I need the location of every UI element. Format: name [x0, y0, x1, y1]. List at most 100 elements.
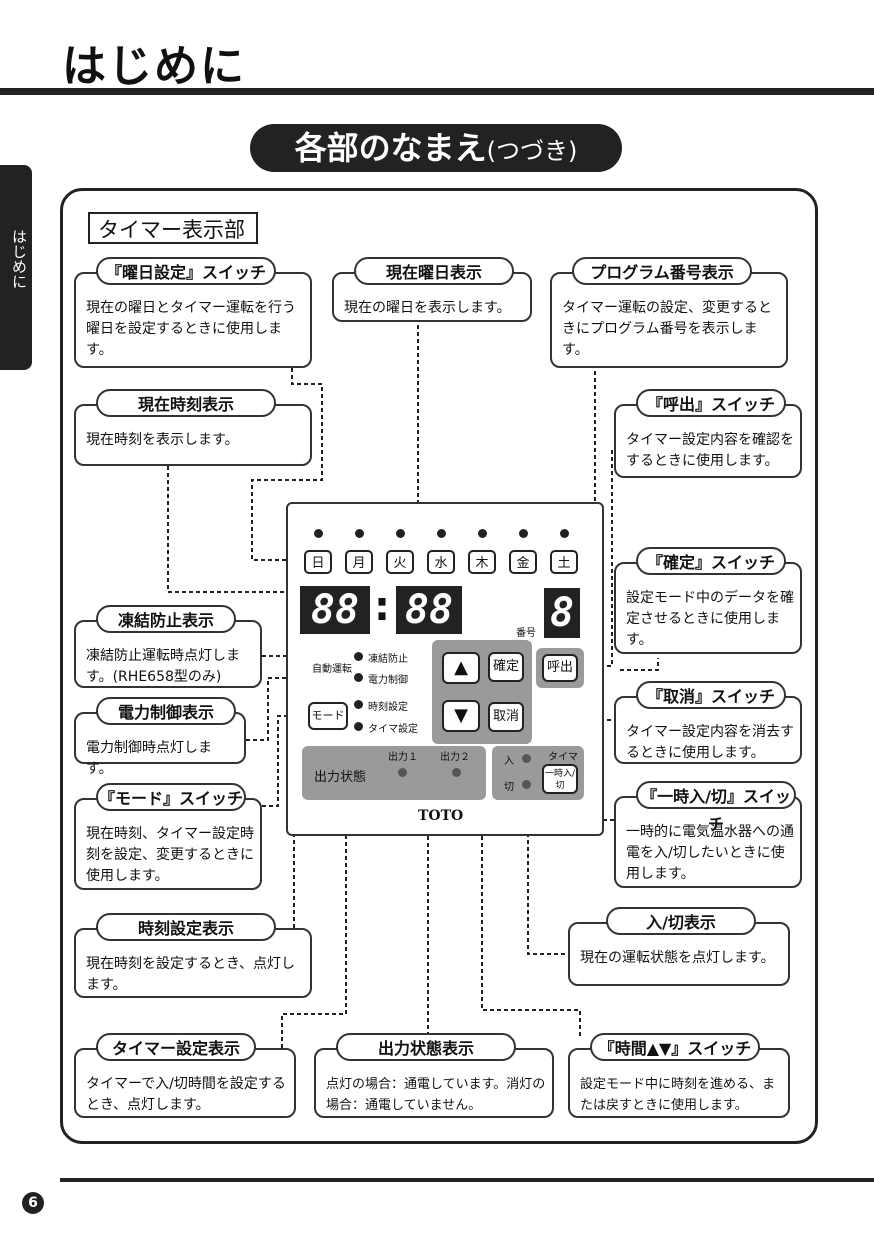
callout-text: 現在時刻を表示します。 [86, 432, 239, 448]
day-led [560, 529, 569, 538]
minute-display: 88 [396, 586, 462, 634]
output-1-label: 出力１ [388, 752, 418, 763]
section-subtitle: (つづき) [486, 137, 578, 165]
timer-setting-led [354, 722, 363, 731]
callout-text: 現在の運転状態を点灯します。 [580, 950, 775, 966]
callout-timer-setting-display: タイマー設定表示 タイマーで入/切時間を設定するとき、点灯します。 [74, 1033, 296, 1118]
day-button-sat[interactable]: 土 [550, 550, 578, 574]
callout-text: 現在の曜日とタイマー運転を行う曜日を設定するときに使用します。 [86, 300, 296, 358]
timer-label: タイマ [548, 752, 578, 763]
timer-setting-label: タイマ設定 [368, 724, 418, 735]
output-2-label: 出力２ [440, 752, 470, 763]
day-button-fri[interactable]: 金 [509, 550, 537, 574]
callout-label: 『呼出』スイッチ [636, 389, 786, 417]
page-number: 6 [22, 1192, 44, 1214]
callout-on-off-display: 入/切表示 現在の運転状態を点灯します。 [568, 907, 790, 986]
time-setting-led [354, 700, 363, 709]
callout-freeze-protect-display: 凍結防止表示 凍結防止運転時点灯します。(RHE658型のみ) [74, 605, 262, 688]
recall-button[interactable]: 呼出 [542, 654, 578, 682]
callout-label: 現在時刻表示 [96, 389, 276, 417]
callout-text: 点灯の場合：通電しています。消灯の場合：通電していません。 [326, 1077, 546, 1113]
day-led [519, 529, 528, 538]
callout-text: 現在時刻を設定するとき、点灯します。 [86, 956, 296, 993]
day-led [314, 529, 323, 538]
day-button-tue[interactable]: 火 [386, 550, 414, 574]
content-frame [60, 188, 818, 1144]
freeze-protect-led [354, 652, 363, 661]
callout-text: 現在の曜日を表示します。 [344, 300, 511, 316]
callout-output-status-display: 出力状態表示 点灯の場合：通電しています。消灯の場合：通電していません。 [314, 1033, 554, 1118]
callout-label: 『一時入/切』スイッチ [636, 781, 796, 834]
cancel-button[interactable]: 取消 [488, 702, 524, 732]
callout-day-setting-switch: 『曜日設定』スイッチ 現在の曜日とタイマー運転を行う曜日を設定するときに使用しま… [74, 257, 312, 368]
callout-time-setting-display: 時刻設定表示 現在時刻を設定するとき、点灯します。 [74, 913, 312, 998]
output-status-label: 出力状態 [314, 770, 367, 785]
callout-cancel-switch: 『取消』スイッチ タイマー設定内容を消去するときに使用します。 [614, 681, 802, 764]
callout-label: 出力状態表示 [336, 1033, 516, 1061]
callout-label: 『時間▲▼』スイッチ [590, 1033, 760, 1061]
callout-label: 『モード』スイッチ [96, 783, 246, 811]
colon: : [374, 584, 390, 630]
callout-text: 設定モード中に時刻を進める、または戻すときに使用します。 [580, 1077, 776, 1113]
callout-text: タイマー設定内容を消去するときに使用します。 [626, 724, 794, 761]
callout-label: タイマー設定表示 [96, 1033, 256, 1061]
callout-text: 凍結防止運転時点灯します。(RHE658型のみ) [86, 648, 240, 685]
callout-confirm-switch: 『確定』スイッチ 設定モード中のデータを確定させるときに使用します。 [614, 547, 802, 654]
temporary-on-off-button[interactable]: 一時入/切 [542, 764, 578, 794]
auto-run-label: 自動運転 [312, 664, 352, 675]
day-led [437, 529, 446, 538]
part-title: タイマー表示部 [88, 212, 258, 244]
time-up-button[interactable]: ▲ [442, 652, 480, 684]
callout-label: 『曜日設定』スイッチ [96, 257, 276, 285]
day-button-mon[interactable]: 月 [345, 550, 373, 574]
off-label: 切 [504, 782, 514, 793]
callout-temporary-on-off-switch: 『一時入/切』スイッチ 一時的に電気温水器への通電を入/切したいときに使用します… [614, 781, 802, 888]
callout-label: 入/切表示 [606, 907, 756, 935]
callout-text: タイマーで入/切時間を設定するとき、点灯します。 [86, 1076, 286, 1113]
callout-label: 電力制御表示 [96, 697, 236, 725]
day-button-thu[interactable]: 木 [468, 550, 496, 574]
day-button-wed[interactable]: 水 [427, 550, 455, 574]
time-setting-label: 時刻設定 [368, 702, 408, 713]
time-down-button[interactable]: ▼ [442, 700, 480, 732]
freeze-protect-label: 凍結防止 [368, 654, 408, 665]
callout-label: プログラム番号表示 [572, 257, 752, 285]
on-led [522, 754, 531, 763]
section-title-main: 各部のなまえ [294, 129, 487, 167]
program-number-display: 8 [544, 588, 580, 638]
day-button-sun[interactable]: 日 [304, 550, 332, 574]
callout-text: タイマー運転の設定、変更するときにプログラム番号を表示します。 [562, 300, 772, 358]
callout-text: 一時的に電気温水器への通電を入/切したいときに使用します。 [626, 824, 794, 882]
off-led [522, 780, 531, 789]
callout-text: タイマー設定内容を確認をするときに使用します。 [626, 432, 794, 469]
callout-label: 時刻設定表示 [96, 913, 276, 941]
callout-current-time-display: 現在時刻表示 現在時刻を表示します。 [74, 389, 312, 466]
callout-text: 電力制御時点灯します。 [86, 740, 212, 777]
page-title: はじめに [62, 41, 246, 92]
side-tab-label: はじめに [10, 229, 28, 289]
callout-label: 凍結防止表示 [96, 605, 236, 633]
day-led [355, 529, 364, 538]
confirm-button[interactable]: 確定 [488, 652, 524, 682]
callout-label: 『確定』スイッチ [636, 547, 786, 575]
callout-label: 現在曜日表示 [354, 257, 514, 285]
output-2-led [452, 768, 461, 777]
callout-mode-switch: 『モード』スイッチ 現在時刻、タイマー設定時刻を設定、変更するときに使用します。 [74, 783, 262, 890]
power-control-led [354, 673, 363, 682]
output-1-led [398, 768, 407, 777]
callout-power-control-display: 電力制御表示 電力制御時点灯します。 [74, 697, 246, 777]
mode-button[interactable]: モード [308, 702, 348, 730]
callout-recall-switch: 『呼出』スイッチ タイマー設定内容を確認をするときに使用します。 [614, 389, 802, 478]
section-title: 各部のなまえ(つづき) [250, 124, 622, 172]
callout-label: 『取消』スイッチ [636, 681, 786, 709]
callout-text: 現在時刻、タイマー設定時刻を設定、変更するときに使用します。 [86, 826, 254, 884]
brand-logo: TOTO [418, 808, 464, 824]
hour-display: 88 [300, 586, 370, 634]
callout-program-number-display: プログラム番号表示 タイマー運転の設定、変更するときにプログラム番号を表示します… [550, 257, 788, 368]
power-control-label: 電力制御 [368, 675, 408, 686]
callout-text: 設定モード中のデータを確定させるときに使用します。 [626, 590, 794, 648]
day-led [478, 529, 487, 538]
bottom-rule [60, 1178, 874, 1182]
on-label: 入 [504, 756, 514, 767]
title-rule [0, 88, 874, 95]
